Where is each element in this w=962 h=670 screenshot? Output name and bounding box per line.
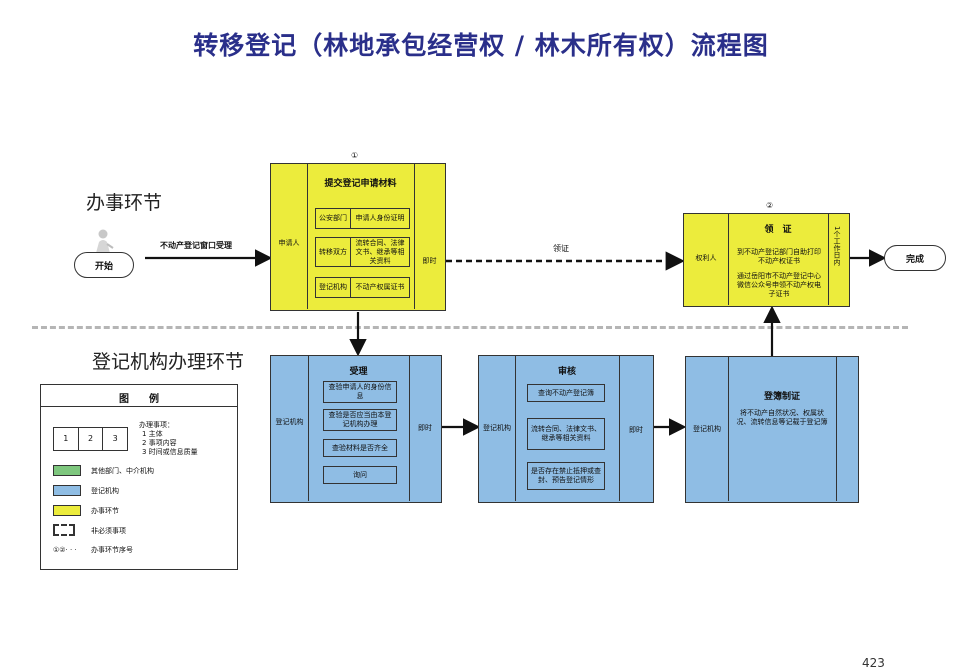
review-left-label: 登记机构 bbox=[483, 424, 511, 432]
submit-materials-box: 申请人 即时 提交登记申请材料 公安部门 申请人身份证明 转移双方 流转合同、法… bbox=[270, 163, 446, 311]
row-registry: 登记机构 不动产权属证书 bbox=[315, 277, 410, 298]
legend-yellow-label: 办事环节 bbox=[91, 507, 119, 515]
legend-cell-sample: 1 2 3 bbox=[53, 427, 128, 451]
review-item-2: 流转合同、法律文书、继承等相关资料 bbox=[527, 418, 605, 450]
start-node: 开始 bbox=[74, 252, 134, 278]
section-label-service: 办事环节 bbox=[86, 192, 163, 214]
doc-cell: 不动产权属证书 bbox=[355, 283, 405, 291]
legend: 图 例 1 2 3 办理事项： 1 主体 2 事项内容 3 时间或信息质量 其他… bbox=[40, 384, 238, 570]
legend-blue-label: 登记机构 bbox=[91, 487, 119, 495]
divider bbox=[308, 356, 309, 501]
accept-left-label: 登记机构 bbox=[275, 418, 304, 426]
divider bbox=[836, 357, 837, 501]
accept-right-label: 即时 bbox=[418, 424, 432, 432]
legend-desc-line: 3 时间或信息质量 bbox=[142, 448, 198, 456]
dept-cell: 公安部门 bbox=[316, 209, 351, 228]
receive-line-1: 到不动产登记部门自助打印不动产权证书 bbox=[737, 248, 821, 265]
legend-desc-line: 2 事项内容 bbox=[142, 439, 177, 447]
legend-blue-swatch bbox=[53, 485, 81, 496]
legend-cell-1: 1 bbox=[54, 428, 79, 450]
dept-cell: 登记机构 bbox=[316, 278, 351, 297]
legend-green-swatch bbox=[53, 465, 81, 476]
divider bbox=[619, 356, 620, 501]
section-divider bbox=[32, 326, 908, 329]
legend-dashed-label: 非必须事项 bbox=[91, 527, 126, 535]
review-right-label: 即时 bbox=[629, 426, 643, 434]
section-label-registry: 登记机构办理环节 bbox=[92, 351, 245, 373]
review-box: 登记机构 即时 审核 查询不动产登记簿 流转合同、法律文书、继承等相关资料 是否… bbox=[478, 355, 654, 503]
person-icon bbox=[96, 229, 114, 253]
record-header: 登簿制证 bbox=[763, 392, 800, 402]
record-text: 将不动产自然状况、权属状况、流转信息等记载于登记簿 bbox=[736, 409, 828, 426]
legend-green-label: 其他部门、中介机构 bbox=[91, 467, 154, 475]
divider bbox=[307, 164, 308, 309]
legend-sequence-label: 办事环节序号 bbox=[91, 546, 133, 554]
dept-cell: 转移双方 bbox=[316, 238, 351, 266]
page-number: 423 bbox=[862, 656, 885, 670]
receive-line-2: 通过岳阳市不动产登记中心微信公众号申领不动产权电子证书 bbox=[737, 272, 821, 298]
divider bbox=[414, 164, 415, 309]
accept-header: 受理 bbox=[349, 367, 368, 377]
receive-certificate-box: 权利人 领 证 到不动产登记部门自助打印不动产权证书 通过岳阳市不动产登记中心微… bbox=[683, 213, 850, 307]
accept-item-3: 查验材料是否齐全 bbox=[323, 439, 397, 457]
step-number-1: ① bbox=[351, 151, 359, 160]
review-header: 审核 bbox=[557, 367, 576, 377]
receive-time-label: 1个工作日内 bbox=[833, 226, 841, 266]
collect-label: 领证 bbox=[553, 244, 569, 253]
divider bbox=[515, 356, 516, 501]
legend-header-bar bbox=[41, 385, 237, 407]
legend-dashed-swatch bbox=[53, 524, 75, 536]
legend-yellow-swatch bbox=[53, 505, 81, 516]
legend-cell-desc: 办理事项： 1 主体 2 事项内容 3 时间或信息质量 bbox=[139, 421, 234, 457]
doc-cell: 流转合同、法律文书、继承等相关资料 bbox=[355, 238, 405, 265]
legend-desc-line: 1 主体 bbox=[142, 430, 163, 438]
step-number-2: ② bbox=[766, 201, 774, 210]
divider bbox=[728, 357, 729, 501]
record-left-label: 登记机构 bbox=[693, 425, 721, 433]
page-title: 转移登记（林地承包经营权 / 林木所有权）流程图 bbox=[193, 31, 769, 60]
accept-item-1: 查验申请人的身份信息 bbox=[323, 381, 397, 403]
accept-item-2: 查验是否应当由本登记机构办理 bbox=[323, 409, 397, 431]
submit-header: 提交登记申请材料 bbox=[324, 179, 397, 189]
applicant-label: 申请人 bbox=[278, 239, 300, 247]
right-holder-label: 权利人 bbox=[695, 254, 717, 262]
review-item-3: 是否存在禁止抵押或查封、预告登记情形 bbox=[527, 462, 605, 490]
window-label: 不动产登记窗口受理 bbox=[160, 241, 232, 250]
legend-cell-3: 3 bbox=[112, 434, 118, 443]
row-transfer-parties: 转移双方 流转合同、法律文书、继承等相关资料 bbox=[315, 237, 410, 267]
finish-node: 完成 bbox=[884, 245, 946, 271]
review-item-1: 查询不动产登记簿 bbox=[527, 384, 605, 402]
legend-sequence-symbol: ①②· · · bbox=[53, 546, 77, 554]
divider bbox=[409, 356, 410, 501]
accept-box: 登记机构 即时 受理 查验申请人的身份信息 查验是否应当由本登记机构办理 查验材… bbox=[270, 355, 442, 503]
doc-cell: 申请人身份证明 bbox=[355, 214, 405, 222]
row-public-security: 公安部门 申请人身份证明 bbox=[315, 208, 410, 229]
divider bbox=[828, 214, 829, 305]
timing-label: 即时 bbox=[422, 257, 437, 265]
receive-header: 领 证 bbox=[764, 225, 792, 235]
legend-header: 图 例 bbox=[119, 394, 159, 405]
legend-cell-2: 2 bbox=[79, 428, 104, 450]
accept-item-4: 询问 bbox=[323, 466, 397, 484]
legend-desc-line: 办理事项： bbox=[139, 421, 174, 429]
divider bbox=[728, 214, 729, 305]
record-certify-box: 登记机构 登簿制证 将不动产自然状况、权属状况、流转信息等记载于登记簿 bbox=[685, 356, 859, 503]
